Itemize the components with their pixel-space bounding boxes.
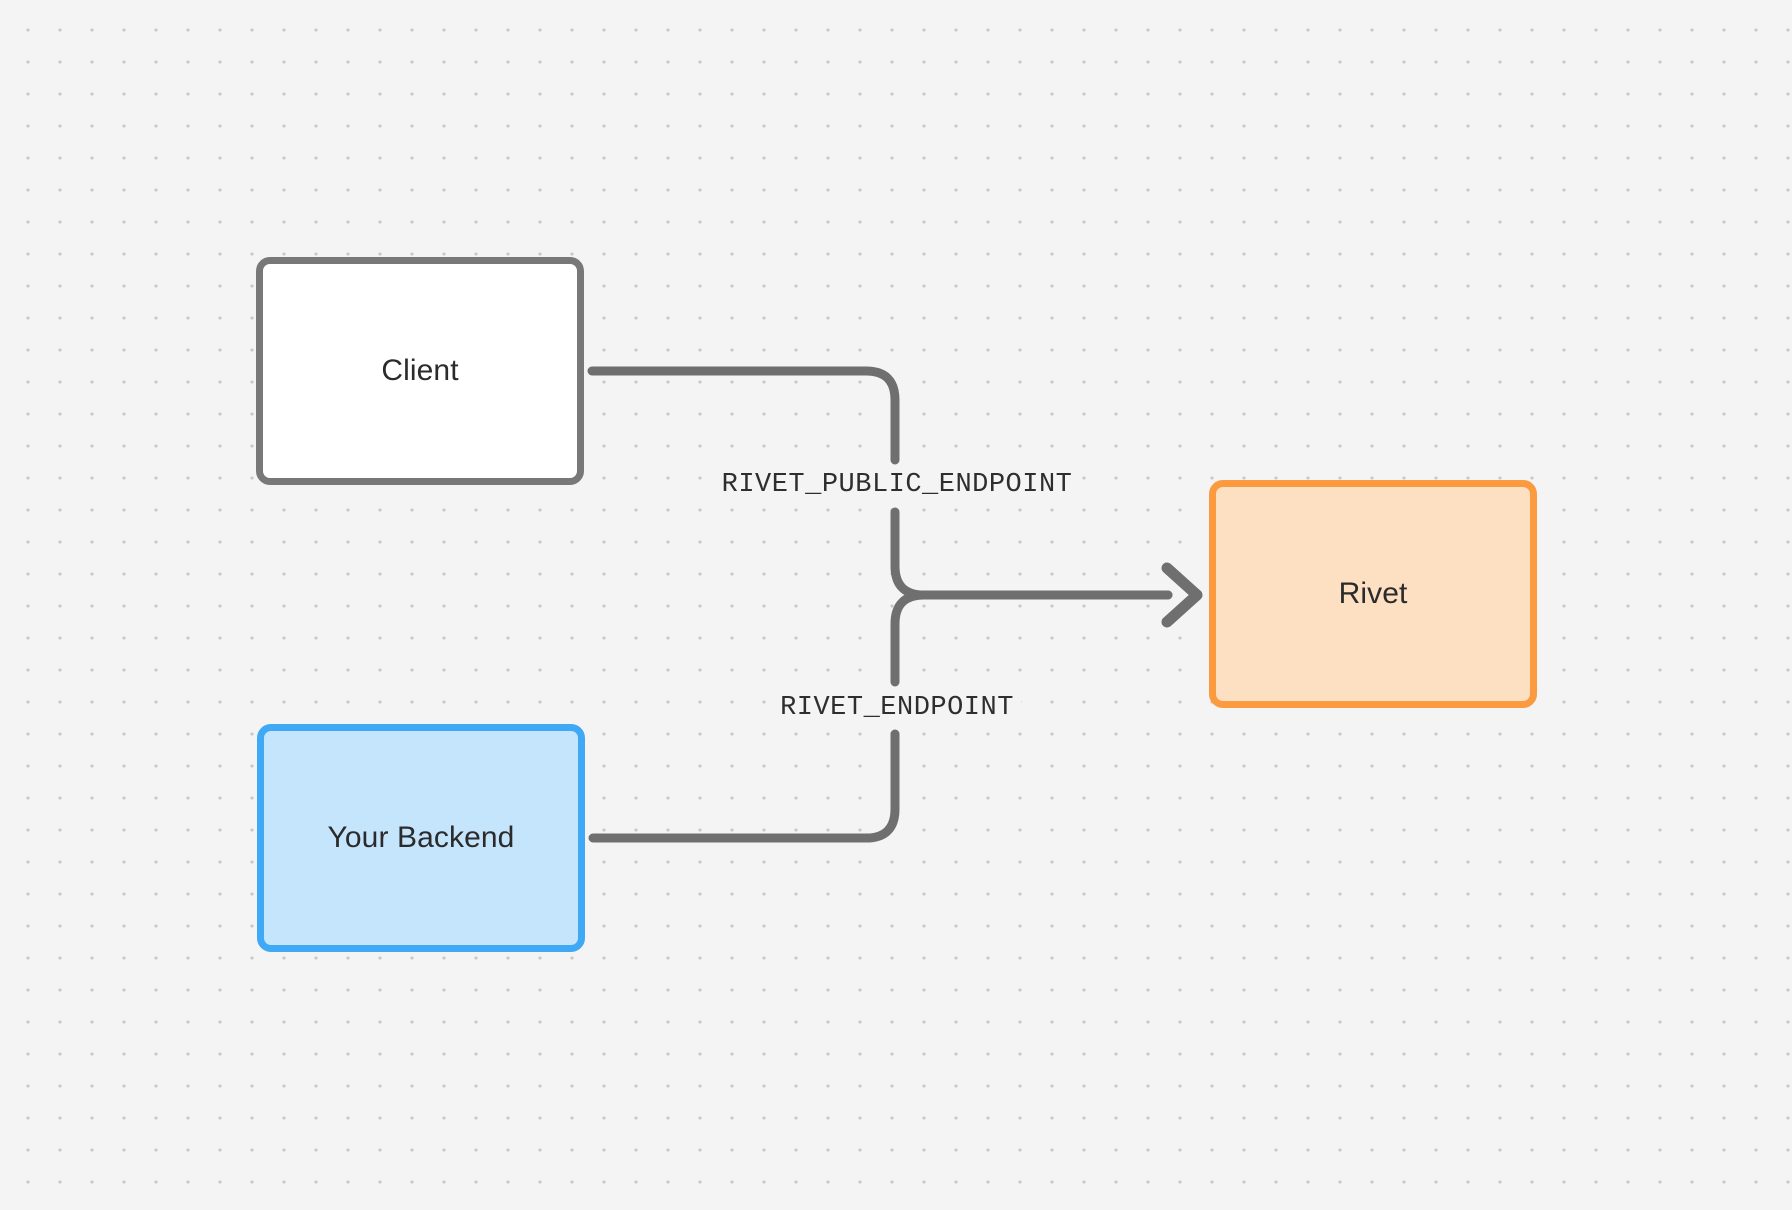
node-client-label: Client xyxy=(381,354,459,387)
node-client[interactable]: Client xyxy=(256,257,584,485)
node-your-backend-label: Your Backend xyxy=(327,821,515,854)
edge-backend-to-rivet-upper xyxy=(890,590,1173,687)
node-rivet[interactable]: Rivet xyxy=(1209,480,1537,708)
arrowhead-to-rivet-icon xyxy=(1161,562,1203,628)
edge-label-rivet-endpoint: RIVET_ENDPOINT xyxy=(773,690,1021,726)
node-your-backend[interactable]: Your Backend xyxy=(257,724,585,952)
node-rivet-label: Rivet xyxy=(1338,577,1408,610)
edge-client-to-rivet-upper xyxy=(587,366,900,465)
edge-client-to-rivet-lower xyxy=(890,507,1173,600)
edge-backend-to-rivet-lower xyxy=(588,729,900,843)
edge-label-rivet-public-endpoint: RIVET_PUBLIC_ENDPOINT xyxy=(714,467,1080,503)
